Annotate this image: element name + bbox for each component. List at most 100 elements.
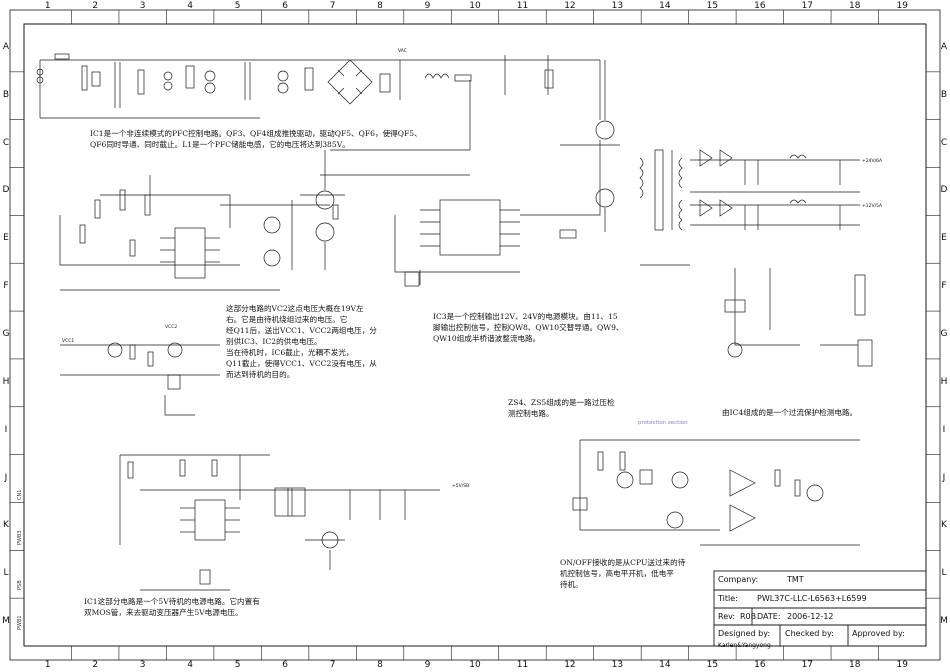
grid-column-label: 5 — [234, 1, 241, 11]
grid-column-label: 13 — [611, 660, 624, 670]
grid-row-label: C — [940, 137, 948, 148]
side-label: PWB1 — [17, 615, 23, 630]
grid-column-label: 16 — [754, 1, 766, 11]
grid-row-label: A — [940, 41, 948, 52]
grid-row-label: F — [3, 281, 9, 292]
grid-column-label: 4 — [187, 660, 194, 670]
grid-column-label: 12 — [564, 1, 576, 11]
grid-column-label: 4 — [187, 1, 194, 11]
grid-column-label: 10 — [469, 1, 481, 11]
grid-column-label: 5 — [234, 660, 241, 670]
company-value: TMT — [787, 575, 804, 584]
net-label-24v: +24V/6A — [862, 158, 883, 164]
approved-label: Approved by: — [852, 629, 905, 638]
grid-column-label: 12 — [564, 660, 576, 670]
grid-row-label: L — [3, 568, 9, 579]
grid-row-label: I — [942, 424, 946, 435]
grid-column-label: 3 — [139, 1, 146, 11]
grid-column-label: 1 — [44, 660, 51, 670]
rev-value: R0B — [740, 612, 757, 621]
grid-row-label: E — [941, 233, 947, 244]
title-value: PWL37C-LLC-L6563+L6599 — [757, 594, 867, 603]
grid-row-label: C — [2, 137, 10, 148]
grid-column-label: 6 — [282, 660, 288, 670]
grid-row-label: G — [2, 329, 10, 339]
grid-column-label: 9 — [424, 660, 431, 670]
grid-column-label: 9 — [424, 1, 431, 11]
note-llc: IC3是一个控制输出12V、24V的电源模块。由11、15 脚输出控制信号，控制… — [433, 312, 624, 343]
opto-feedback-section — [724, 268, 873, 367]
designer-value: Karlen&Yangyong — [718, 642, 771, 649]
grid-column-label: 17 — [801, 1, 814, 11]
grid-column-label: 18 — [849, 1, 861, 11]
grid-row-label: I — [4, 424, 8, 435]
grid-column-label: 8 — [377, 1, 383, 11]
grid-row-label: H — [940, 376, 948, 387]
grid-row-label: M — [940, 616, 948, 627]
grid-row-label: G — [940, 329, 948, 339]
company-label: Company: — [718, 575, 759, 584]
protection-section-label: protection section — [638, 420, 688, 426]
grid-row-label: J — [942, 472, 946, 483]
grid-column-label: 6 — [282, 1, 288, 11]
grid-row-label: L — [941, 568, 947, 579]
title-label: Title: — [718, 594, 738, 603]
llc-converter-section — [394, 60, 860, 287]
net-label-vcc2: VCC2 — [165, 324, 177, 330]
grid-column-label: 3 — [139, 660, 146, 670]
grid-column-label: 15 — [706, 1, 719, 11]
grid-row-label: J — [4, 472, 8, 483]
vcc-switch-section — [60, 342, 220, 416]
protection-section — [572, 439, 860, 546]
grid-row-label: B — [2, 89, 10, 100]
grid-row-label: K — [3, 520, 9, 531]
note-pfc: IC1是一个非连续模式的PFC控制电路。QF3、QF4组成推挽驱动，驱动QF5、… — [90, 129, 422, 149]
net-label-vcc1: VCC1 — [62, 338, 74, 344]
title-block-frame — [713, 570, 927, 647]
net-label-vac: VAC — [398, 48, 407, 54]
grid-column-label: 11 — [516, 660, 529, 670]
note-ocp: 由IC4组成的是一个过流保护检测电路。 — [722, 408, 858, 417]
grid-column-label: 17 — [801, 660, 814, 670]
side-label: CN1 — [17, 489, 23, 500]
side-label: PWB3 — [17, 530, 23, 545]
grid-column-label: 16 — [754, 660, 766, 670]
grid-column-label: 8 — [377, 660, 383, 670]
designed-label: Designed by: — [718, 629, 771, 638]
net-label-12v: +12V/5A — [862, 203, 883, 209]
grid-column-label: 13 — [611, 1, 624, 11]
input-filter-section — [36, 53, 601, 120]
grid-column-label: 14 — [659, 1, 671, 11]
grid-column-label: 14 — [659, 660, 671, 670]
grid-column-label: 11 — [516, 1, 529, 11]
grid-row-label: F — [941, 281, 947, 292]
grid-row-label: A — [2, 41, 10, 52]
date-value: 2006-12-12 — [787, 612, 834, 621]
grid-column-label: 10 — [469, 660, 481, 670]
grid-column-label: 18 — [849, 660, 861, 670]
side-label: PSB — [17, 580, 23, 590]
grid-row-label: D — [2, 185, 10, 196]
standby-5v-section — [119, 454, 440, 591]
checked-label: Checked by: — [785, 629, 834, 638]
net-label-5v: +5V/SB — [452, 483, 469, 489]
date-label: DATE: — [757, 612, 781, 621]
grid-column-label: 7 — [329, 660, 336, 670]
pfc-controller-section — [59, 80, 471, 291]
grid-row-label: B — [940, 89, 948, 100]
note-onoff: ON/OFF接收的是从CPU送过来的待 机控制信号，高电平开机，低电平 待机。 — [560, 558, 686, 589]
grid-column-label: 2 — [92, 1, 99, 11]
grid-row-label: D — [940, 185, 948, 196]
grid-column-label: 7 — [329, 1, 336, 11]
note-vcc: 这部分电路的VC2这点电压大概在19V左 右。它是由待机绕组过来的电压。它 经Q… — [226, 304, 377, 379]
grid-column-label: 2 — [92, 660, 99, 670]
grid-column-label: 19 — [896, 1, 908, 11]
grid-row-label: E — [3, 233, 9, 244]
grid-row-label: M — [2, 616, 10, 627]
note-standby: IC1这部分电路是一个5V待机的电源电路。它内置有 双MOS管，来去驱动变压器产… — [84, 597, 260, 617]
rev-label: Rev: — [718, 612, 736, 621]
grid-row-label: K — [941, 520, 947, 531]
